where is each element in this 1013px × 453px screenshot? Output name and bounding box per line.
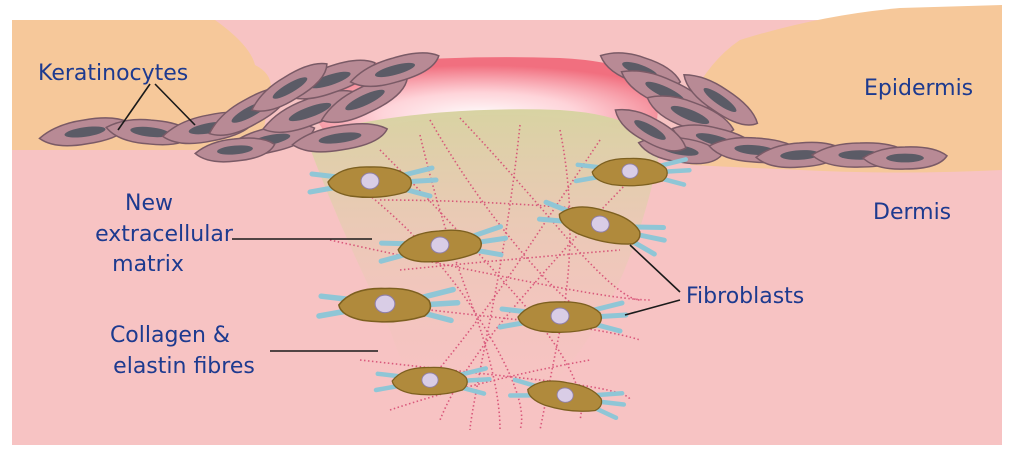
label-fibroblasts: Fibroblasts — [686, 284, 804, 309]
label-ecm-line1: New — [125, 191, 173, 216]
label-ecm-line3: matrix — [112, 252, 184, 277]
label-epidermis: Epidermis — [864, 76, 973, 101]
label-collagen-line2: elastin fibres — [113, 354, 255, 379]
label-keratinocytes: Keratinocytes — [38, 61, 188, 86]
label-ecm-line2: extracellular — [95, 222, 234, 247]
label-collagen-line1: Collagen & — [110, 323, 230, 348]
label-dermis: Dermis — [873, 200, 951, 225]
